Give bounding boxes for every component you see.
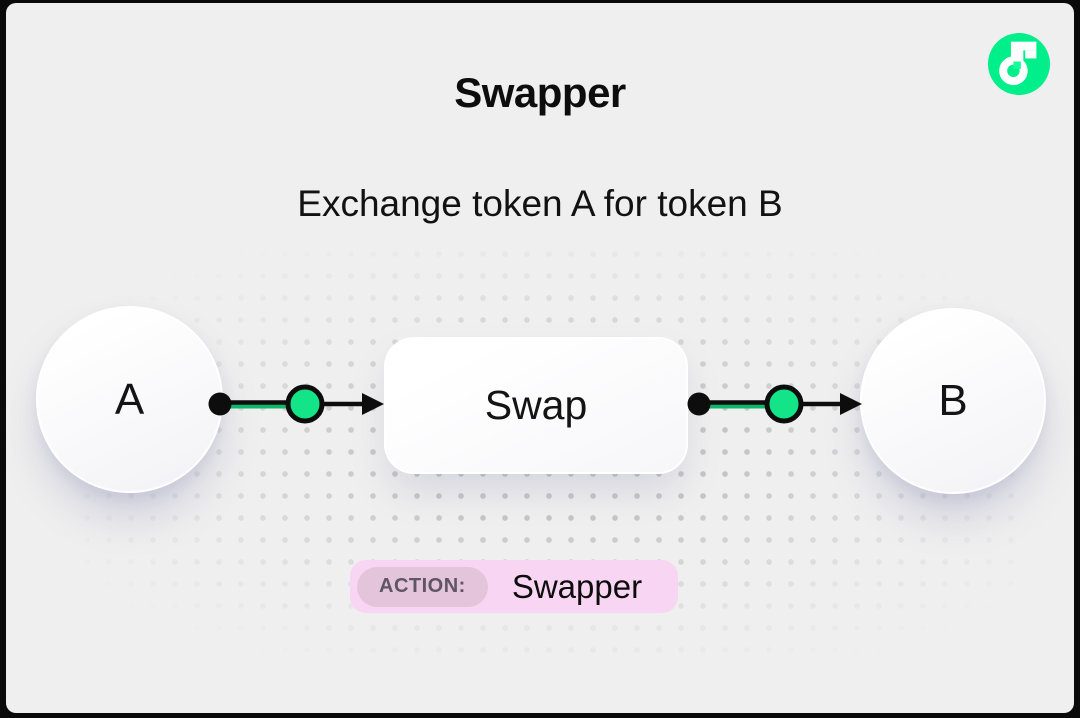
page-title: Swapper — [454, 69, 626, 116]
node-token-b: B — [860, 308, 1046, 494]
action-label-pill: ACTION: — [357, 566, 488, 607]
swapper-card: Swapper Exchange token A for token B A S… — [6, 3, 1074, 713]
action-value: Swapper — [511, 567, 643, 605]
flow-stem — [1010, 47, 1024, 64]
node-token-b-label: B — [938, 376, 968, 425]
flow-accent-square — [1013, 61, 1021, 69]
flow-logo-icon — [988, 33, 1050, 95]
node-swap-label: Swap — [484, 382, 588, 428]
flow-topbar — [1010, 41, 1037, 51]
action-badge: ACTION: Swapper — [350, 560, 679, 613]
node-token-a-label: A — [114, 374, 145, 424]
node-token-a: A — [36, 306, 223, 493]
flow-logo — [988, 33, 1050, 95]
page-subtitle: Exchange token A for token B — [297, 183, 783, 224]
flow-crossbar — [1025, 50, 1037, 59]
node-swap: Swap — [384, 337, 688, 474]
